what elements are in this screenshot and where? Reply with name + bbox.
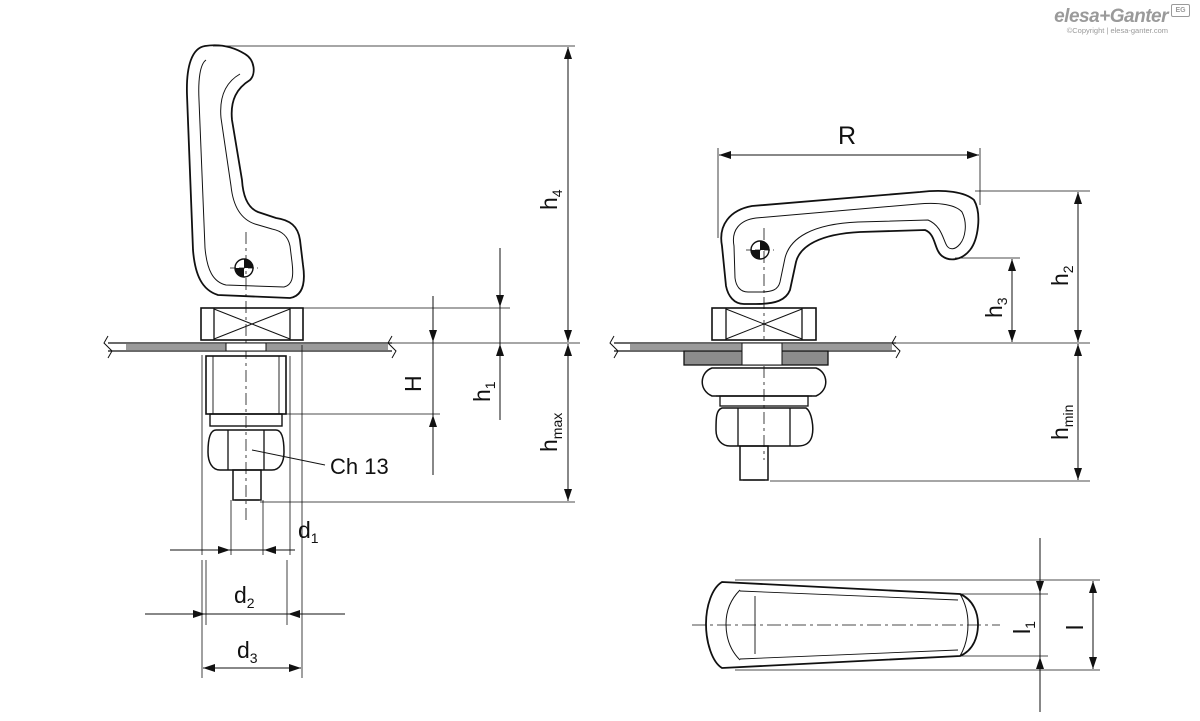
brand-logo: elesa+Ganter ©Copyright | elesa-ganter.c… (1054, 4, 1190, 35)
brand-name: elesa+Ganter (1054, 6, 1168, 27)
label-l: l (1062, 625, 1088, 630)
label-d1: d1 (298, 517, 319, 546)
brand-copyright: ©Copyright | elesa-ganter.com (1066, 26, 1168, 35)
left-pin (232, 469, 262, 501)
right-lever-inner (732, 202, 966, 293)
label-h3: h3 (981, 297, 1010, 318)
right-hex-nut (711, 307, 817, 341)
top-view (692, 538, 1100, 712)
label-d3: d3 (237, 637, 258, 666)
left-lever-inner (198, 59, 294, 288)
label-l1: l1 (1009, 621, 1038, 634)
label-ch13: Ch 13 (330, 454, 389, 479)
left-lever-outline (186, 44, 305, 299)
label-d2: d2 (234, 582, 255, 611)
ch13-leader (251, 449, 326, 466)
left-hex-nut (200, 307, 304, 341)
right-washer (701, 367, 827, 397)
right-small-nut (715, 407, 814, 447)
label-hmin: hmin (1047, 405, 1076, 440)
brand-badge: EG (1171, 4, 1190, 17)
left-small-nut (207, 429, 285, 471)
label-hmax: hmax (536, 413, 565, 452)
label-H: H (400, 375, 426, 392)
right-view (609, 148, 1090, 482)
label-h1: h1 (469, 381, 498, 402)
left-view (103, 44, 580, 678)
label-R: R (838, 122, 856, 150)
right-lever-outline (720, 189, 980, 305)
label-h4: h4 (536, 189, 565, 210)
label-h2: h2 (1047, 265, 1076, 286)
dimension-labels: h4 hmax h1 H Ch 13 d1 d2 d3 R h2 (234, 122, 1088, 666)
